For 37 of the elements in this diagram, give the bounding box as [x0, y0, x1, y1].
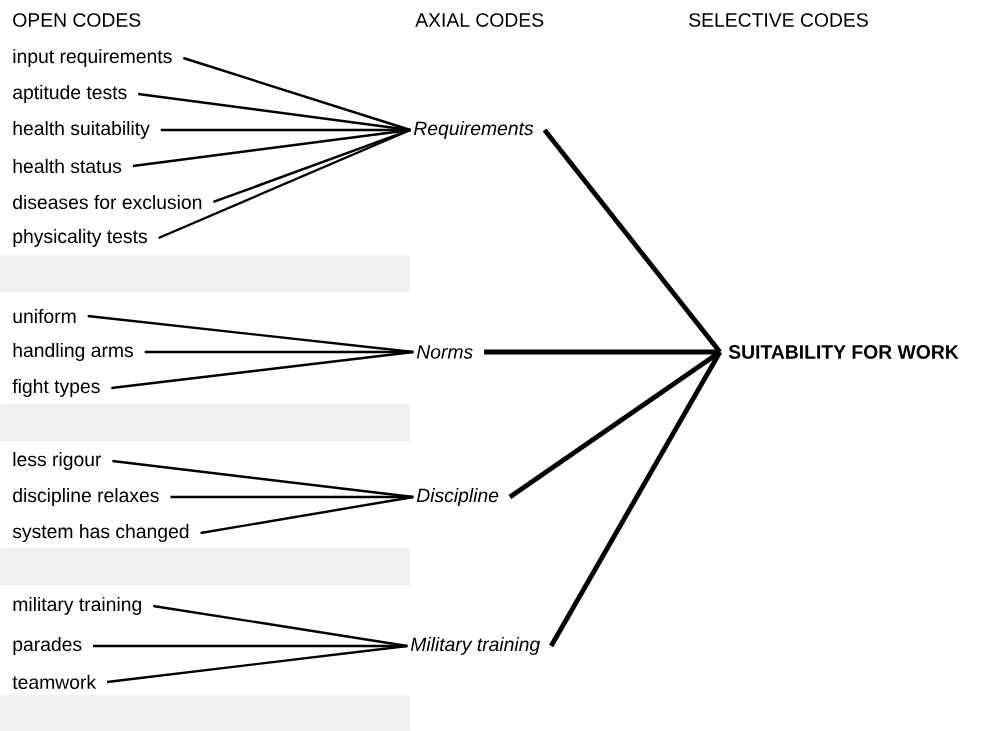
code-text: parades: [13, 637, 82, 656]
code-text: fight types: [12, 379, 100, 398]
code-text: Military training: [410, 637, 541, 656]
connector-line: [111, 350, 414, 390]
column-heading: SELECTIVE CODES: [689, 13, 868, 27]
connector-line: [484, 349, 720, 355]
column-heading: OPEN CODES: [13, 13, 141, 27]
code-text: uniform: [13, 308, 76, 324]
code-text: aptitude tests: [13, 85, 127, 104]
code-text: Requirements: [413, 121, 534, 140]
connector-line: [132, 128, 411, 168]
connector-line: [549, 350, 723, 648]
code-text: health suitability: [13, 121, 150, 140]
column-heading: AXIAL CODES: [415, 13, 544, 27]
connector-line: [542, 128, 722, 354]
connector-line: [153, 604, 408, 648]
connector-line: [182, 56, 411, 132]
code-text: diseases for exclusion: [13, 194, 202, 210]
code-text: discipline relaxes: [13, 488, 159, 507]
code-text: less rigour: [13, 452, 102, 471]
code-text: system has changed: [12, 524, 189, 543]
connector-line: [200, 495, 414, 535]
code-text: teamwork: [12, 674, 97, 690]
code-text: Norms: [416, 345, 473, 359]
connector-line: [87, 314, 414, 354]
code-text: Discipline: [416, 488, 499, 507]
code-text: handling arms: [13, 343, 133, 362]
code-text: input requirements: [13, 49, 172, 68]
code-text: SUITABILITY FOR WORK: [728, 345, 959, 359]
connector-line: [138, 92, 411, 132]
connector-line: [158, 128, 411, 240]
connector-line: [508, 350, 722, 500]
code-text: military training: [13, 597, 141, 616]
connector-line: [106, 644, 408, 684]
code-text: physicality tests: [13, 229, 147, 248]
connector-line: [112, 459, 414, 499]
code-text: health status: [13, 158, 122, 174]
